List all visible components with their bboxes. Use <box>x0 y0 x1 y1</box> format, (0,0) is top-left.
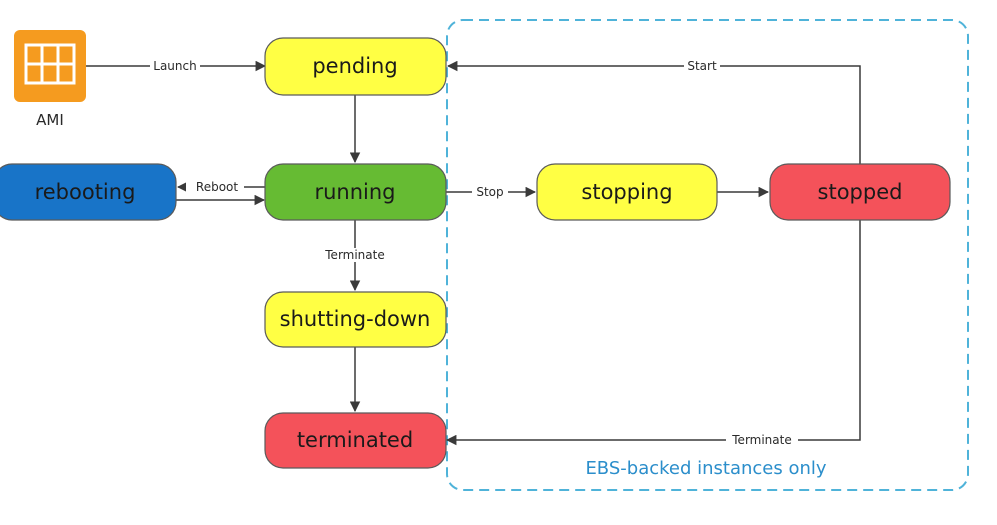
edges <box>86 60 861 446</box>
edge-label-terminate-stopped: Terminate <box>731 433 791 447</box>
edge-label-stop: Stop <box>476 185 503 199</box>
edge-labels: Launch Reboot Terminate Stop Start Termi… <box>150 59 798 447</box>
state-stopping: stopping <box>536 163 718 221</box>
state-running-label: running <box>314 180 395 204</box>
edge-label-launch: Launch <box>153 59 196 73</box>
ebs-region-label: EBS-backed instances only <box>585 458 826 479</box>
state-terminated-label: terminated <box>297 428 413 452</box>
ami-label: AMI <box>36 111 64 129</box>
ebs-region <box>446 19 969 491</box>
ami-icon <box>14 30 86 102</box>
state-stopped: stopped <box>769 163 951 221</box>
edge-label-start: Start <box>687 59 717 73</box>
state-stopping-label: stopping <box>581 180 672 204</box>
state-rebooting: rebooting <box>0 163 177 221</box>
state-pending: pending <box>264 37 447 96</box>
state-shutting-down: shutting-down <box>264 291 447 348</box>
state-rebooting-label: rebooting <box>35 180 136 204</box>
state-running: running <box>264 163 447 221</box>
state-stopped-label: stopped <box>818 180 903 204</box>
state-terminated: terminated <box>264 412 447 469</box>
state-pending-label: pending <box>312 54 397 78</box>
edge-stopped-terminated <box>445 220 861 446</box>
state-shutting-down-label: shutting-down <box>280 307 431 331</box>
edge-label-terminate: Terminate <box>324 248 384 262</box>
edge-label-reboot: Reboot <box>196 180 238 194</box>
edge-stopped-pending <box>446 60 861 164</box>
